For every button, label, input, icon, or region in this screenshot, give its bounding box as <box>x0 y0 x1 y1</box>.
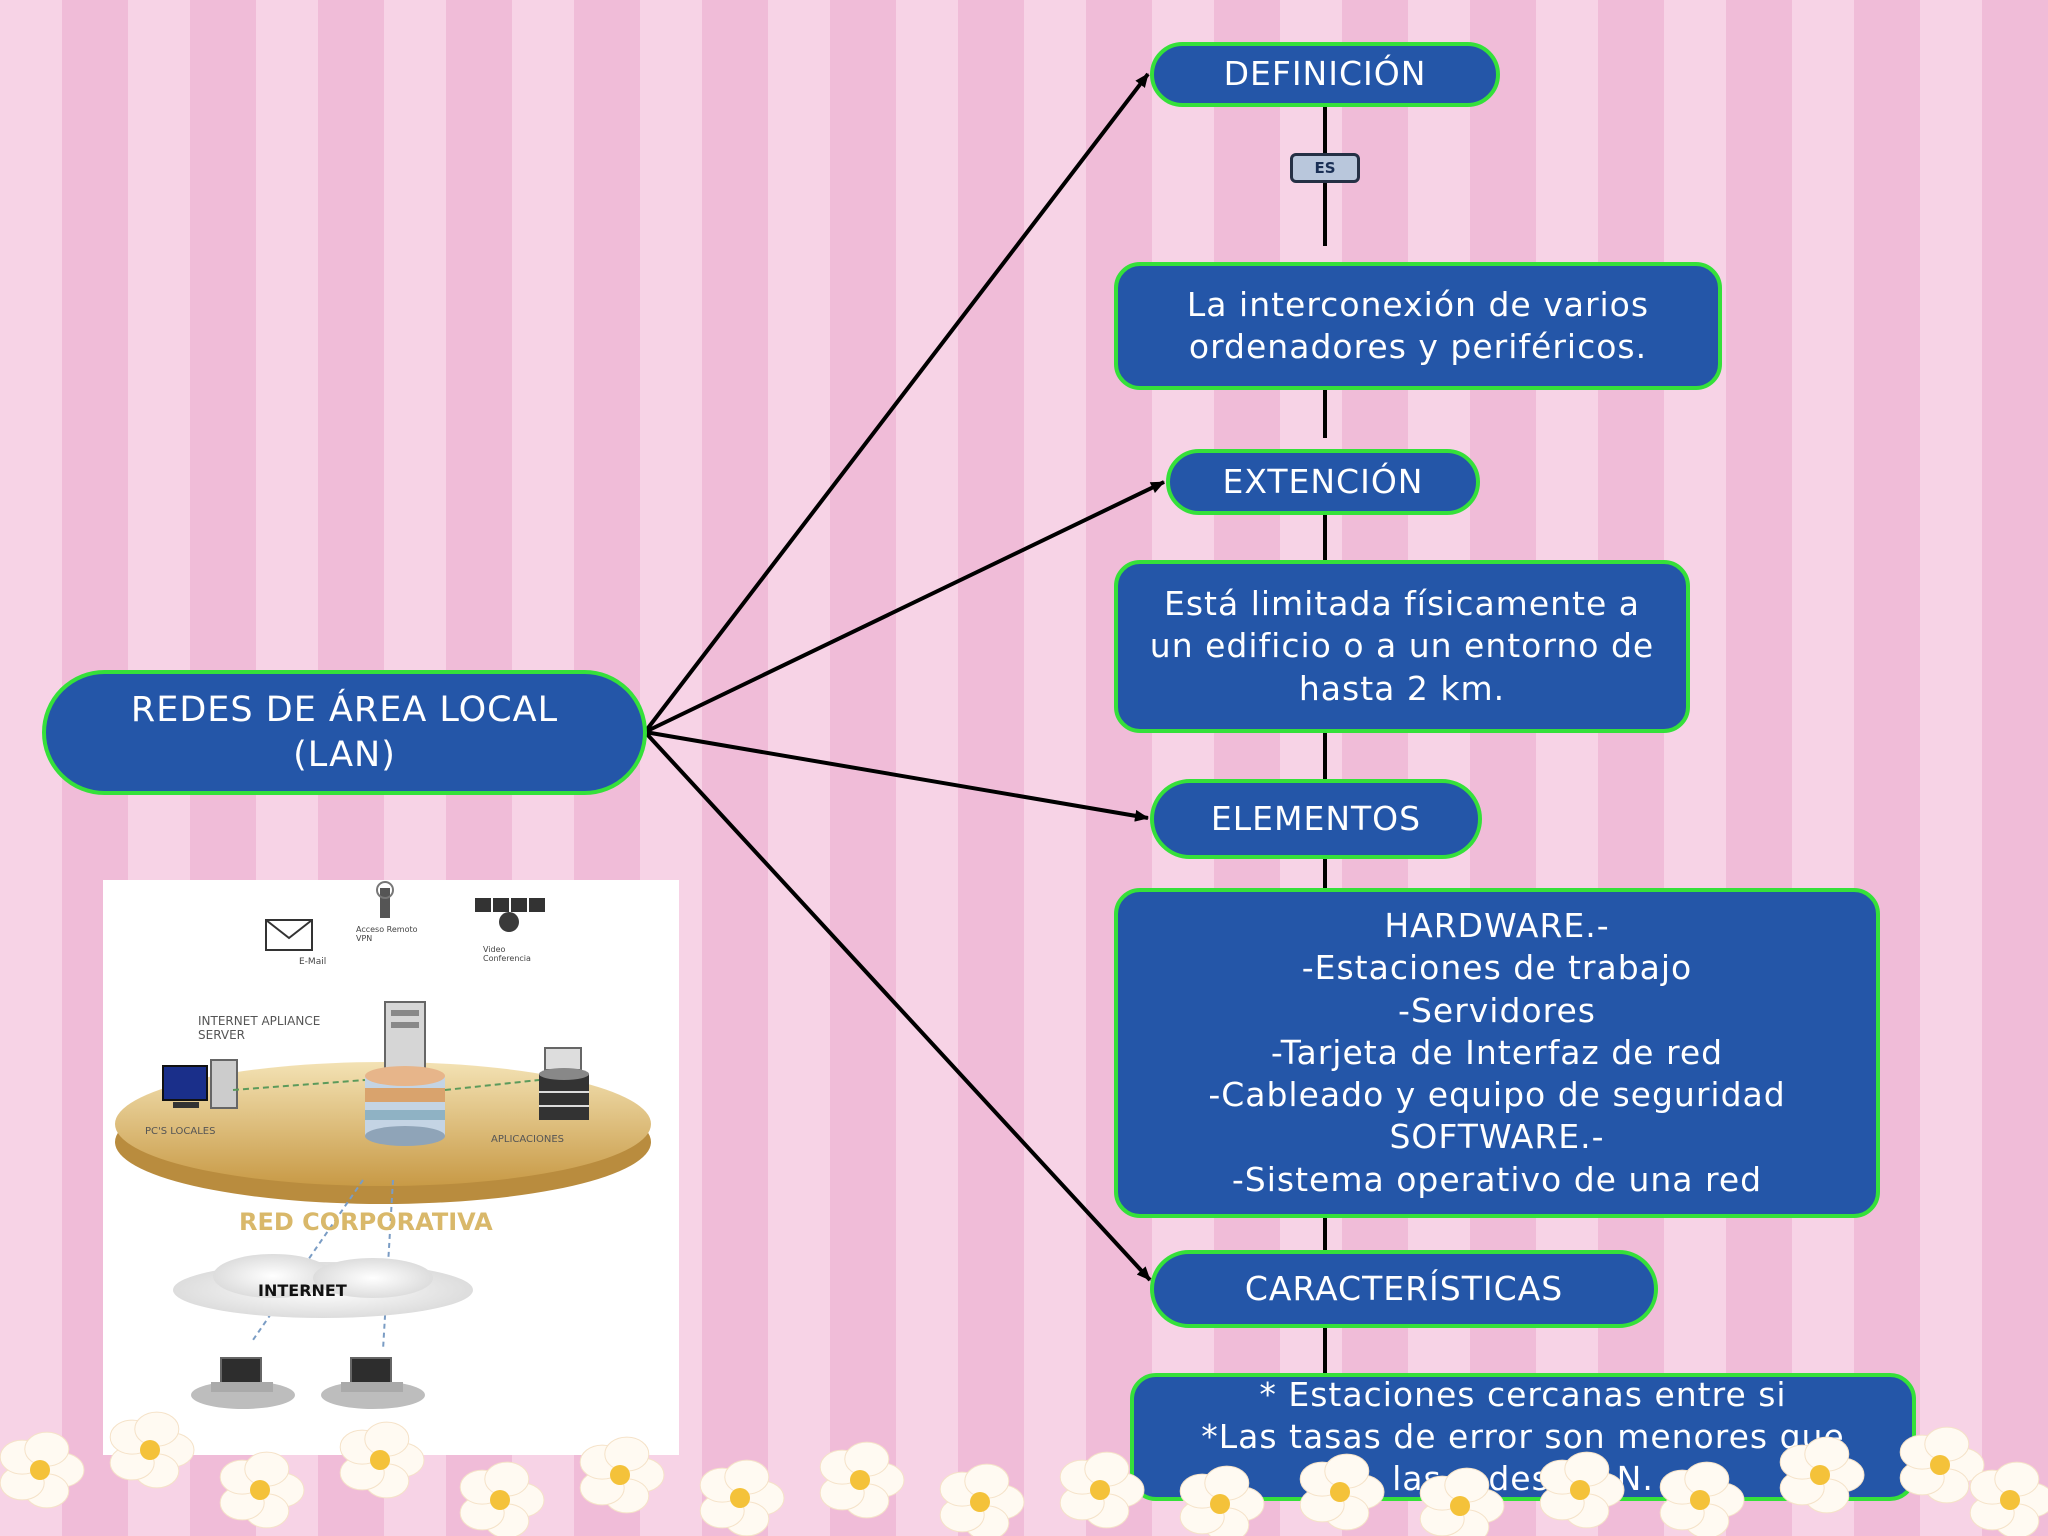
flower-7 <box>819 1441 905 1519</box>
node-definicion: DEFINICIÓN <box>1150 42 1500 107</box>
node-elementos: ELEMENTOS <box>1150 779 1482 859</box>
flower-3 <box>339 1421 425 1499</box>
video-conference-icon <box>475 898 545 932</box>
flower-8 <box>939 1463 1025 1536</box>
flower-10 <box>1179 1465 1265 1536</box>
applications-db-icon <box>539 1047 589 1120</box>
arrow-to-elementos <box>644 730 1149 822</box>
flower-15 <box>1779 1436 1865 1514</box>
flower-4 <box>459 1461 545 1536</box>
node-elementos-text: HARDWARE.- -Estaciones de trabajo -Servi… <box>1114 888 1880 1218</box>
pcs-label: PC'S LOCALES <box>145 1126 215 1137</box>
flower-9 <box>1059 1451 1145 1529</box>
flower-13 <box>1539 1451 1625 1529</box>
flower-2 <box>219 1451 305 1529</box>
email-label: E-Mail <box>299 957 326 967</box>
vpn-antenna-icon <box>376 881 394 918</box>
node-extencion-text: Está limitada físicamente a un edificio … <box>1114 560 1690 733</box>
apps-label: APLICACIONES <box>491 1134 564 1145</box>
internet-cloud-icon <box>173 1254 473 1318</box>
flower-11 <box>1299 1453 1385 1531</box>
flower-12 <box>1419 1467 1505 1536</box>
laptop-icon-left <box>191 1357 295 1409</box>
flower-border-decoration <box>0 1411 2048 1536</box>
arrow-to-definicion <box>643 72 1150 734</box>
flower-14 <box>1659 1461 1745 1536</box>
flower-1 <box>109 1411 195 1489</box>
server-icon <box>384 1001 426 1075</box>
flower-6 <box>699 1459 785 1536</box>
flower-16 <box>1899 1426 1985 1504</box>
arrow-to-caracteristicas <box>643 730 1152 1282</box>
email-icon <box>265 919 313 951</box>
flower-5 <box>579 1436 665 1514</box>
local-pc-icon <box>162 1059 238 1109</box>
root-node-lan: REDES DE ÁREA LOCAL (LAN) <box>42 670 647 795</box>
flower-0 <box>0 1431 85 1509</box>
connector-label-es: ES <box>1290 153 1360 183</box>
corporate-label: RED CORPORATIVA <box>239 1208 493 1236</box>
data-cylinder-icon <box>365 1066 445 1146</box>
node-caracteristicas: CARACTERÍSTICAS <box>1150 1250 1658 1328</box>
node-definicion-text: La interconexión de varios ordenadores y… <box>1114 262 1722 390</box>
flower-17 <box>1969 1461 2048 1536</box>
arrow-to-extencion <box>644 480 1165 734</box>
laptop-icon-right <box>321 1357 425 1409</box>
node-extencion: EXTENCIÓN <box>1166 449 1480 515</box>
internet-label: INTERNET <box>258 1281 347 1300</box>
